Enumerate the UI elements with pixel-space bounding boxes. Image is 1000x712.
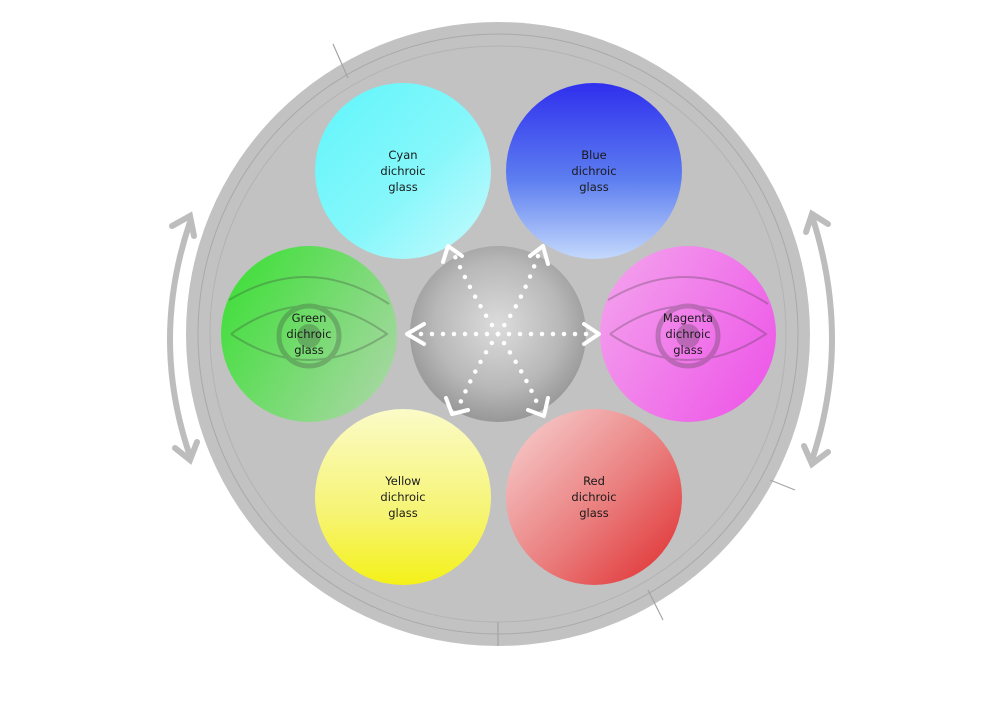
rotation-arrow-left-icon <box>167 211 200 465</box>
lens-glass-yellow <box>315 409 491 585</box>
filter-lens-cyan <box>315 83 491 259</box>
filter-lens-blue <box>506 83 682 259</box>
lens-glass-blue <box>506 83 682 259</box>
lens-glass-green <box>221 246 397 422</box>
eye-image <box>228 276 390 369</box>
lens-glass-magenta <box>600 246 776 422</box>
lens-glass-cyan <box>315 83 491 259</box>
filter-lens-magenta <box>600 246 776 422</box>
filter-lens-red <box>506 409 682 585</box>
rotation-arrow-right-icon <box>801 209 835 469</box>
dotted-star-arrows-icon <box>405 244 601 418</box>
lens-glass-red <box>506 409 682 585</box>
eye-image <box>607 276 769 369</box>
filter-lens-green <box>221 246 397 422</box>
filter-lens-yellow <box>315 409 491 585</box>
